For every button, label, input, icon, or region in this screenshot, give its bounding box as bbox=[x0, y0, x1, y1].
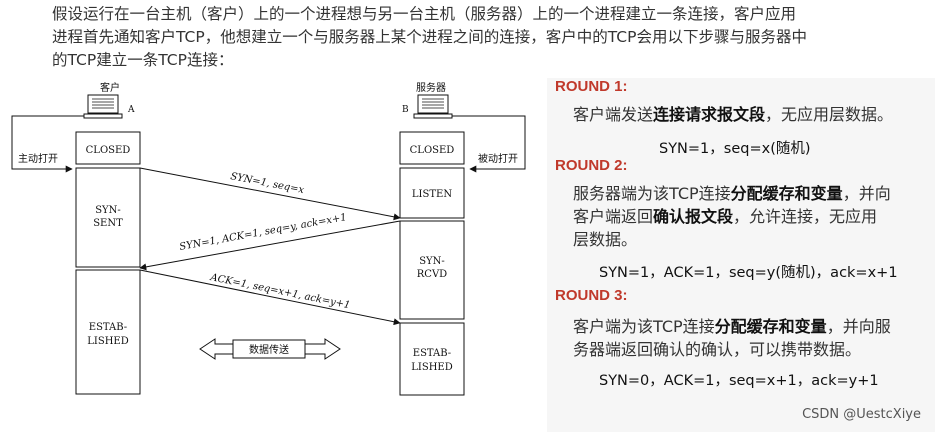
round-2-title: ROUND 2: bbox=[555, 157, 628, 174]
intro-paragraph: 假设运行在一台主机（客户）上的一个进程想与另一台主机（服务器）上的一个进程建立一… bbox=[0, 0, 935, 78]
intro-line: 假设运行在一台主机（客户）上的一个进程想与另一台主机（服务器）上的一个进程建立一… bbox=[52, 5, 797, 23]
client-state-lished: LISHED bbox=[87, 336, 128, 347]
ack-message-label: ACK=1, seq=x+1, ack=y+1 bbox=[208, 272, 351, 311]
server-state-rcvd: RCVD bbox=[417, 269, 447, 280]
server-state-listen: LISTEN bbox=[412, 189, 452, 200]
round-2-formula: SYN=1，ACK=1，seq=y(随机)，ack=x+1 bbox=[599, 265, 898, 281]
round-3-line: 务器端返回确认的确认，可以携带数据。 bbox=[573, 340, 862, 359]
handshake-diagram: 客户 A 服务器 B 主动打开 被动打开 CLOSED SYN- SENT ES… bbox=[0, 78, 547, 400]
client-syn-sent-box bbox=[75, 167, 141, 268]
round-1-line: 客户端发送连接请求报文段，无应用层数据。 bbox=[573, 105, 894, 124]
syn-arrow bbox=[139, 167, 401, 221]
client-state-estab: ESTAB- bbox=[89, 322, 127, 333]
client-mark: A bbox=[127, 105, 135, 115]
server-syn-rcvd-box bbox=[399, 220, 465, 320]
client-computer-icon bbox=[83, 94, 123, 119]
data-transfer-box bbox=[232, 339, 306, 359]
handshake-diagram-svg: 客户 A 服务器 B 主动打开 被动打开 CLOSED SYN- SENT ES… bbox=[11, 81, 526, 396]
emphasis-text: 分配缓存和变量 bbox=[730, 184, 843, 203]
server-state-lished: LISHED bbox=[411, 362, 452, 373]
round-3-line: 客户端为该TCP连接分配缓存和变量，并向服 bbox=[573, 317, 891, 336]
client-state-syn: SYN- bbox=[95, 205, 121, 216]
client-state-sent: SENT bbox=[93, 218, 123, 229]
server-computer-icon bbox=[413, 94, 453, 119]
round-2-line: 服务器端为该TCP连接分配缓存和变量，并向 bbox=[573, 184, 891, 203]
round-1-title: ROUND 1: bbox=[555, 78, 628, 95]
passive-open-arrow bbox=[452, 115, 526, 173]
active-open-label: 主动打开 bbox=[18, 152, 58, 165]
server-state-estab: ESTAB- bbox=[413, 348, 451, 359]
passive-open-label: 被动打开 bbox=[478, 152, 518, 165]
server-state-closed: CLOSED bbox=[410, 145, 455, 156]
client-label: 客户 bbox=[100, 81, 120, 94]
client-closed-box bbox=[75, 131, 141, 165]
server-label: 服务器 bbox=[416, 81, 446, 94]
emphasis-text: 分配缓存和变量 bbox=[714, 317, 827, 336]
emphasis-text: 连接请求报文段 bbox=[653, 105, 766, 124]
round-3-title: ROUND 3: bbox=[555, 287, 628, 304]
round-explanation-panel: ROUND 1: 客户端发送连接请求报文段，无应用层数据。 SYN=1，seq=… bbox=[547, 78, 935, 432]
syn-ack-arrow bbox=[139, 220, 401, 271]
server-closed-box bbox=[399, 131, 465, 165]
round-3-formula: SYN=0，ACK=1，seq=x+1，ack=y+1 bbox=[599, 373, 879, 389]
server-state-syn: SYN- bbox=[419, 256, 445, 267]
emphasis-text: 确认报文段 bbox=[653, 207, 734, 226]
intro-line: 的TCP建立一条TCP连接： bbox=[52, 51, 234, 69]
data-transfer-label: 数据传送 bbox=[249, 343, 289, 356]
syn-ack-message-label: SYN=1, ACK=1, seq=y, ack=x+1 bbox=[179, 212, 348, 253]
intro-line: 进程首先通知客户TCP，他想建立一个与服务器上某个进程之间的连接，客户中的TCP… bbox=[52, 28, 807, 46]
round-2-line: 客户端返回确认报文段，允许连接，无应用 bbox=[573, 207, 878, 226]
active-open-arrow bbox=[11, 115, 84, 173]
round-2-line: 层数据。 bbox=[573, 230, 638, 249]
server-mark: B bbox=[402, 105, 409, 115]
round-1-formula: SYN=1，seq=x(随机) bbox=[659, 141, 811, 157]
client-state-closed: CLOSED bbox=[86, 145, 131, 156]
server-listen-box bbox=[399, 167, 465, 219]
server-established-box bbox=[399, 322, 465, 396]
client-established-box bbox=[75, 269, 141, 395]
watermark: CSDN @UestcXiye bbox=[802, 407, 921, 422]
ack-arrow bbox=[139, 269, 401, 326]
